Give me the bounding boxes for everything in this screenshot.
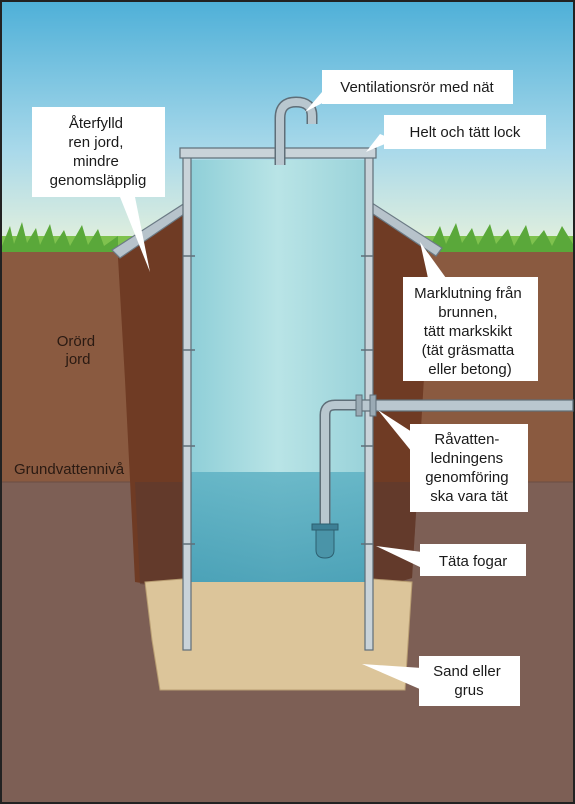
label-undisturbed-soil-line1: Orörd xyxy=(57,333,95,350)
callout-sand-gravel: Sand eller grus xyxy=(362,656,520,706)
label-backfill-line4: genomsläpplig xyxy=(50,172,147,189)
raw-water-pipe xyxy=(311,394,574,559)
label-slope-line4: (tät gräsmatta xyxy=(422,342,515,359)
well-water xyxy=(191,472,365,582)
label-joints: Täta fogar xyxy=(439,553,507,570)
label-pipe-line3: genomföring xyxy=(425,469,508,486)
label-backfill-line1: Återfylld xyxy=(69,115,123,132)
label-slope-line2: brunnen, xyxy=(438,304,497,321)
label-lid: Helt och tätt lock xyxy=(410,124,521,141)
label-pipe-line4: ska vara tät xyxy=(430,488,508,505)
label-pipe-line2: ledningens xyxy=(431,450,504,467)
label-pipe-line1: Råvatten- xyxy=(434,431,499,448)
callout-pipe-penetration: Råvatten- ledningens genomföring ska var… xyxy=(378,410,528,512)
label-ventilation: Ventilationsrör med nät xyxy=(340,79,494,96)
svg-text:Råvatten- ledningens: Råvatten- ledningens genomföring ska var… xyxy=(425,431,513,505)
label-backfill-line3: mindre xyxy=(73,153,119,170)
svg-text:Sand eller grus: Sand eller grus xyxy=(433,663,505,699)
callout-joints: Täta fogar xyxy=(376,544,526,576)
label-groundwater-level: Grundvattennivå xyxy=(14,461,125,478)
svg-text:Marklutning från brunnen: Marklutning från brunnen, tätt markskikt… xyxy=(414,285,526,378)
label-backfill-line2: ren jord, xyxy=(68,134,123,151)
callout-lid: Helt och tätt lock xyxy=(366,115,546,152)
label-slope-line1: Marklutning från xyxy=(414,285,522,302)
callout-backfill: Återfylld ren jord, mindre genomsläpplig xyxy=(32,107,165,272)
callout-slope: Marklutning från brunnen, tätt markskikt… xyxy=(403,242,538,381)
svg-text:Orörd jord: Orörd jord xyxy=(57,333,100,368)
label-sand-line2: grus xyxy=(454,682,483,699)
label-slope-line5: eller betong) xyxy=(428,361,511,378)
callout-ventilation: Ventilationsrör med nät xyxy=(305,70,513,112)
label-slope-line3: tätt markskikt xyxy=(424,323,513,340)
label-undisturbed-soil-line2: jord xyxy=(64,351,90,368)
label-sand-line1: Sand eller xyxy=(433,663,501,680)
svg-text:Återfylld ren jord,: Återfylld ren jord, mindre genomsläpplig xyxy=(50,115,147,189)
